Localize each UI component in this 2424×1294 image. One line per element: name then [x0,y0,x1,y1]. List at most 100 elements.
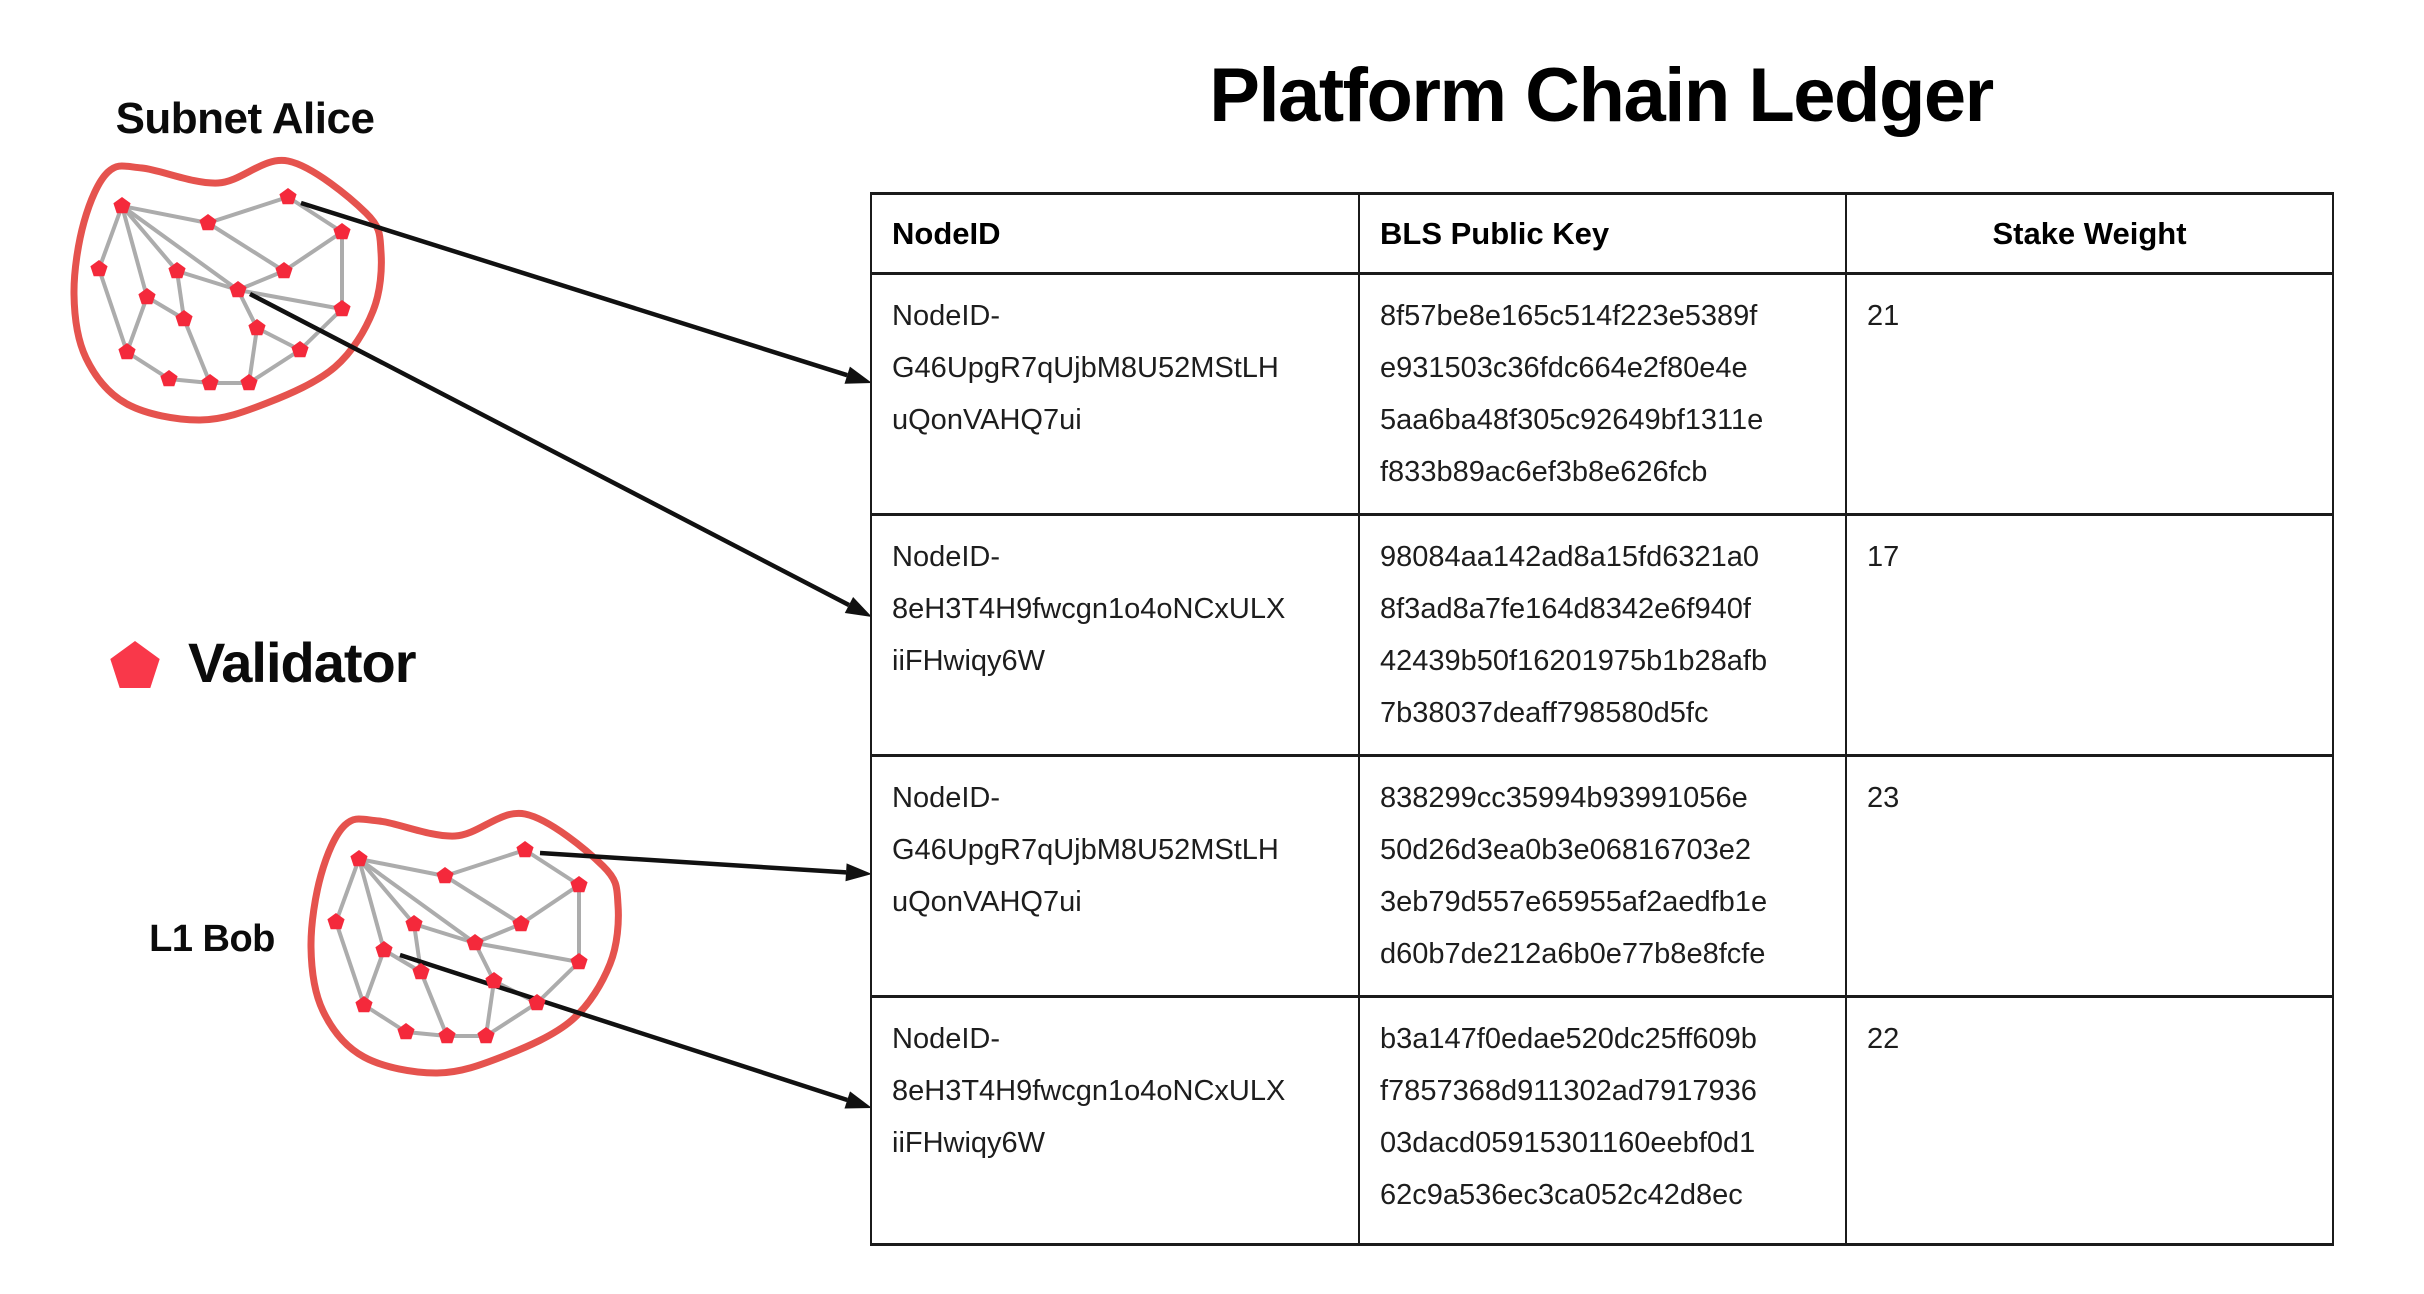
validator-node-icon [118,343,136,360]
peer-link [206,221,286,273]
arrow-head-icon [844,1091,872,1109]
stake-weight-cell: 23 [1845,754,2334,998]
l1-bob-label: L1 Bob [149,918,275,960]
validator-legend: Validator [108,630,417,695]
validator-node-icon [512,915,530,932]
peer-link [519,883,581,926]
validator-node-icon [355,996,373,1013]
peer-link [125,350,171,381]
peer-link [286,195,344,234]
validator-node-icon [240,374,258,391]
peer-link [207,195,289,225]
peer-link [97,268,129,353]
header-stake-weight: Stake Weight [1845,192,2334,275]
validator-node-icon [113,197,131,214]
peer-link [247,327,259,384]
node-id-cell: NodeID- G46UpgR7qUjbM8U52MStLH uQonVAHQ7… [870,754,1360,998]
peer-link [334,921,366,1006]
validator-node-icon [375,941,393,958]
peer-link [357,857,416,926]
peer-link [120,204,240,292]
node-id-cell: NodeID- G46UpgR7qUjbM8U52MStLH uQonVAHQ7… [870,272,1360,516]
stake-weight-cell: 22 [1845,995,2334,1246]
stake-weight-cell: 21 [1845,272,2334,516]
validator-node-icon [275,262,293,279]
peer-link [444,848,526,878]
validator-node-icon [528,994,546,1011]
subnet-alice-label: Subnet Alice [115,94,375,143]
table-row: NodeID- G46UpgR7qUjbM8U52MStLH uQonVAHQ7… [870,272,2334,516]
arrow-head-icon [844,366,872,384]
table-row: NodeID- 8eH3T4H9fwcgn1o4oNCxULX iiFHwiqy… [870,995,2334,1246]
peer-link [362,949,386,1006]
peer-link [247,348,302,385]
validator-node-icon [138,288,156,305]
validator-node-icon [168,262,186,279]
peer-link [120,204,179,273]
validator-legend-label: Validator [188,631,417,694]
peer-link [182,318,212,384]
validator-node-icon [570,876,588,893]
validator-node-icon [279,188,297,205]
mapping-arrow [399,952,848,1103]
pentagon-shape [110,640,160,688]
peer-link [357,857,477,945]
validator-node-icon [350,850,368,867]
validator-node-icon [248,319,266,336]
ledger-header-row: NodeID BLS Public Key Stake Weight [870,192,2334,275]
validator-node-icon [412,963,430,980]
validator-node-icon [516,841,534,858]
mapping-arrow [300,200,848,378]
validator-node-icon [327,913,345,930]
peer-link [535,960,581,1005]
peer-link [176,269,239,292]
validator-node-icon [466,934,484,951]
validator-node-icon [405,915,423,932]
table-row: NodeID- G46UpgR7qUjbM8U52MStLH uQonVAHQ7… [870,754,2334,998]
bls-public-key-cell: 838299cc35994b93991056e 50d26d3ea0b3e068… [1358,754,1847,998]
peer-link [237,288,343,311]
page-title: Platform Chain Ledger [1209,53,1994,138]
validator-node-icon [199,214,217,231]
node-id-cell: NodeID- 8eH3T4H9fwcgn1o4oNCxULX iiFHwiqy… [870,513,1360,757]
mapping-arrow [539,850,847,875]
validator-node-icon [477,1027,495,1044]
peer-link [362,1003,408,1034]
validator-node-icon [397,1023,415,1040]
bls-public-key-cell: 8f57be8e165c514f223e5389f e931503c36fdc6… [1358,272,1847,516]
bls-public-key-cell: b3a147f0edae520dc25ff609b f7857368d91130… [1358,995,1847,1246]
validator-node-icon [570,953,588,970]
peer-link [282,230,344,273]
stake-weight-cell: 17 [1845,513,2334,757]
peer-link [125,296,149,353]
validator-node-icon [485,972,503,989]
peer-link [413,922,476,945]
table-row: NodeID- 8eH3T4H9fwcgn1o4oNCxULX iiFHwiqy… [870,513,2334,757]
peer-link [523,848,581,887]
arrow-head-icon [845,863,872,882]
validator-node-icon [333,223,351,240]
validator-node-icon [175,310,193,327]
subnet-outline [307,809,622,1077]
ledger-table: NodeID BLS Public Key Stake Weight NodeI… [870,192,2334,1246]
validator-node-icon [291,341,309,358]
validator-node-icon [160,370,178,387]
peer-link [484,1001,539,1038]
validator-node-icon [90,260,108,277]
header-node-id: NodeID [870,192,1360,275]
arrow-head-icon [844,597,872,617]
peer-link [443,874,523,926]
peer-link [357,858,386,951]
header-bls-public-key: BLS Public Key [1358,192,1847,275]
validator-node-icon [436,867,454,884]
peer-link [484,980,496,1037]
peer-link [419,971,449,1037]
validator-node-icon [229,281,247,298]
validator-node-icon [201,374,219,391]
peer-link [121,204,209,225]
peer-link [120,205,149,298]
peer-link [474,941,580,964]
validator-node-icon [438,1027,456,1044]
bls-public-key-cell: 98084aa142ad8a15fd6321a0 8f3ad8a7fe164d8… [1358,513,1847,757]
